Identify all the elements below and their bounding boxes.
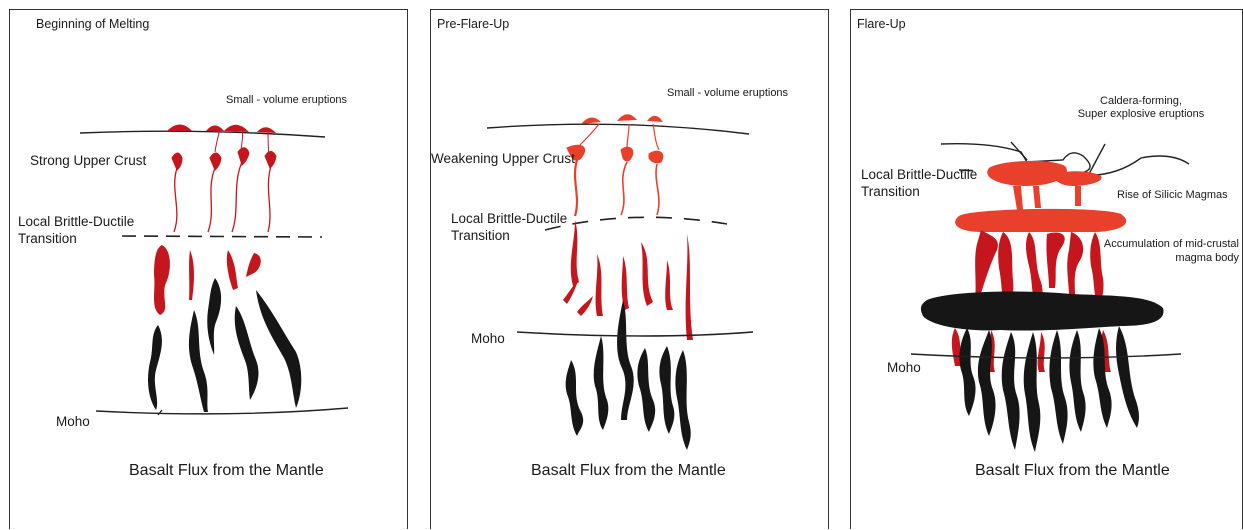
panel-3-drawing — [851, 10, 1243, 530]
eruption-label-line1: Caldera-forming, — [1061, 95, 1221, 108]
lower-red-dikes — [563, 220, 693, 340]
basalt-dikes — [148, 278, 301, 415]
upper-crust-dikes — [172, 128, 276, 232]
basalt-dikes — [566, 300, 691, 450]
moho-line — [911, 354, 1181, 358]
caldera-fault-right — [1089, 144, 1105, 174]
moho-label: Moho — [471, 331, 505, 347]
bdt-label-line2: Transition — [861, 184, 920, 200]
silicic-magmas-label: Rise of Silicic Magmas — [1117, 189, 1228, 202]
moho-label: Moho — [56, 414, 90, 430]
upper-crust-label: Strong Upper Crust — [30, 153, 146, 169]
ground-surface-line — [487, 124, 749, 134]
panel-1-drawing — [10, 10, 409, 530]
basalt-dikes — [959, 326, 1139, 452]
basalt-flux-label: Basalt Flux from the Mantle — [975, 462, 1170, 480]
mid-crustal-magma-body — [955, 209, 1126, 232]
panel-title: Pre-Flare-Up — [437, 17, 509, 31]
accumulation-label-line2: magma body — [1061, 252, 1239, 265]
caldera-fault-left — [1011, 142, 1027, 160]
upper-crust-dikes — [567, 124, 663, 216]
accumulation-label-line1: Accumulation of mid-crustal — [1061, 238, 1239, 251]
moho-label: Moho — [887, 360, 921, 376]
bdt-label-line2: Transition — [18, 231, 77, 247]
eruption-label: Small - volume eruptions — [667, 87, 788, 100]
panel-title: Flare-Up — [857, 17, 906, 31]
eruption-label-line2: Super explosive eruptions — [1061, 108, 1221, 121]
eruption-label: Small - volume eruptions — [226, 94, 347, 107]
moho-line — [517, 332, 753, 336]
ground-surface-line — [80, 131, 325, 137]
basalt-flux-label: Basalt Flux from the Mantle — [129, 462, 324, 480]
moho-line — [96, 408, 348, 414]
bdt-label-line1: Local Brittle-Ductile — [451, 211, 567, 227]
brittle-ductile-transition-line — [545, 217, 727, 230]
basalt-flux-label: Basalt Flux from the Mantle — [531, 462, 726, 480]
panel-beginning-of-melting: Beginning of Melting Small - volume erup… — [9, 9, 408, 529]
upper-crust-label: Weakening Upper Crust — [431, 151, 575, 167]
deep-basalt-body — [921, 292, 1164, 331]
surface-eruption-blobs — [581, 114, 663, 124]
panel-flare-up: Flare-Up Caldera-forming, Super explosiv… — [850, 9, 1243, 529]
panel-title: Beginning of Melting — [36, 17, 149, 31]
bdt-label-line1: Local Brittle-Ductile — [18, 214, 134, 230]
lower-red-dikes — [154, 245, 261, 315]
bdt-label-line2: Transition — [451, 228, 510, 244]
brittle-ductile-transition-line — [122, 236, 322, 237]
panel-pre-flare-up: Pre-Flare-Up Small - volume eruptions We… — [430, 9, 829, 529]
bdt-label-line1: Local Brittle-Ductile — [861, 167, 977, 183]
upper-magma-chambers — [987, 161, 1101, 210]
